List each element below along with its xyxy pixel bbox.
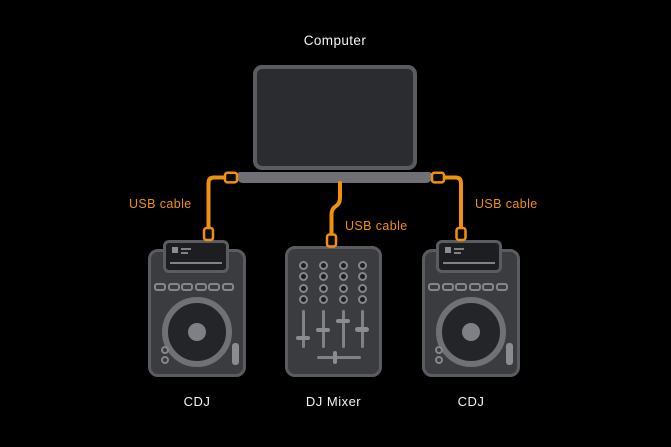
computer-label: Computer [303,33,367,48]
pitch-slider [506,343,513,365]
mixer-knob [357,283,367,293]
mixer-knob [318,295,328,304]
display-text-line [454,252,461,254]
usb-cable-middle [325,181,342,248]
mixer-knob [298,295,308,304]
cdj-button [194,283,207,291]
jog-wheel-center [188,323,206,341]
mixer-knob [357,260,367,270]
laptop-screen [253,65,417,170]
usb-plug-icon [455,226,467,242]
fader-track [302,310,305,348]
cable-line [441,175,463,231]
dj-mixer-label: DJ Mixer [305,394,362,409]
fader-handle [355,327,369,332]
display-text-line [181,252,188,254]
cdj-button [428,283,440,291]
mixer-knob [318,272,328,281]
cdj-left-display [163,240,229,273]
mixer-knob [338,272,348,281]
crossfader-handle [332,351,337,364]
jog-wheel [436,297,506,367]
display-text-line [454,248,464,250]
fader-handle [336,318,350,323]
display-text-line [181,248,191,250]
mixer-knob [357,295,367,304]
dj-mixer [285,246,382,377]
fader-track [342,310,345,348]
usb-cable-label-left: USB cable [129,197,192,211]
cdj-button [482,283,494,291]
cdj-round-button [160,356,169,364]
cdj-right-display [436,240,502,273]
usb-plug-icon [202,226,215,242]
cdj-button [221,283,234,291]
pitch-slider [232,343,239,365]
laptop-base [237,172,432,183]
cdj-round-button [160,346,169,354]
mixer-knob [357,272,367,281]
jog-wheel [162,297,232,367]
mixer-knob [338,295,348,304]
display-divider-line [443,261,495,264]
mixer-knob [298,283,308,293]
usb-plug-icon [223,171,239,184]
cdj-left-label: CDJ [183,394,211,409]
cdj-button [495,283,508,291]
mixer-knob [298,260,308,270]
fader-handle [316,327,330,332]
usb-plug-icon [430,171,446,184]
usb-plug-icon [325,233,338,248]
cdj-round-button [434,356,443,364]
cable-line [329,181,342,237]
cdj-round-button [434,346,443,354]
cable-line [206,175,228,231]
fader-handle [296,335,310,340]
cdj-button [455,283,467,291]
usb-cable-label-right: USB cable [475,197,538,211]
jog-wheel-center [462,323,480,341]
mixer-knob [318,283,328,293]
mixer-knob [338,283,348,293]
display-divider-line [170,261,222,264]
mixer-knob [318,260,328,270]
cdj-right-label: CDJ [457,394,485,409]
cdj-button [181,283,193,291]
usb-cable-label-middle: USB cable [345,219,408,233]
cdj-button [208,283,220,291]
cdj-button [167,283,180,291]
usb-cable-right [430,171,467,242]
cdj-button [154,283,166,291]
usb-cable-left [202,171,239,242]
crossfader-track [317,356,361,359]
cdj-button [468,283,481,291]
mixer-knob [298,272,308,281]
display-art-icon [445,247,451,253]
mixer-knob [338,260,348,270]
display-art-icon [172,247,178,253]
cdj-button [441,283,454,291]
